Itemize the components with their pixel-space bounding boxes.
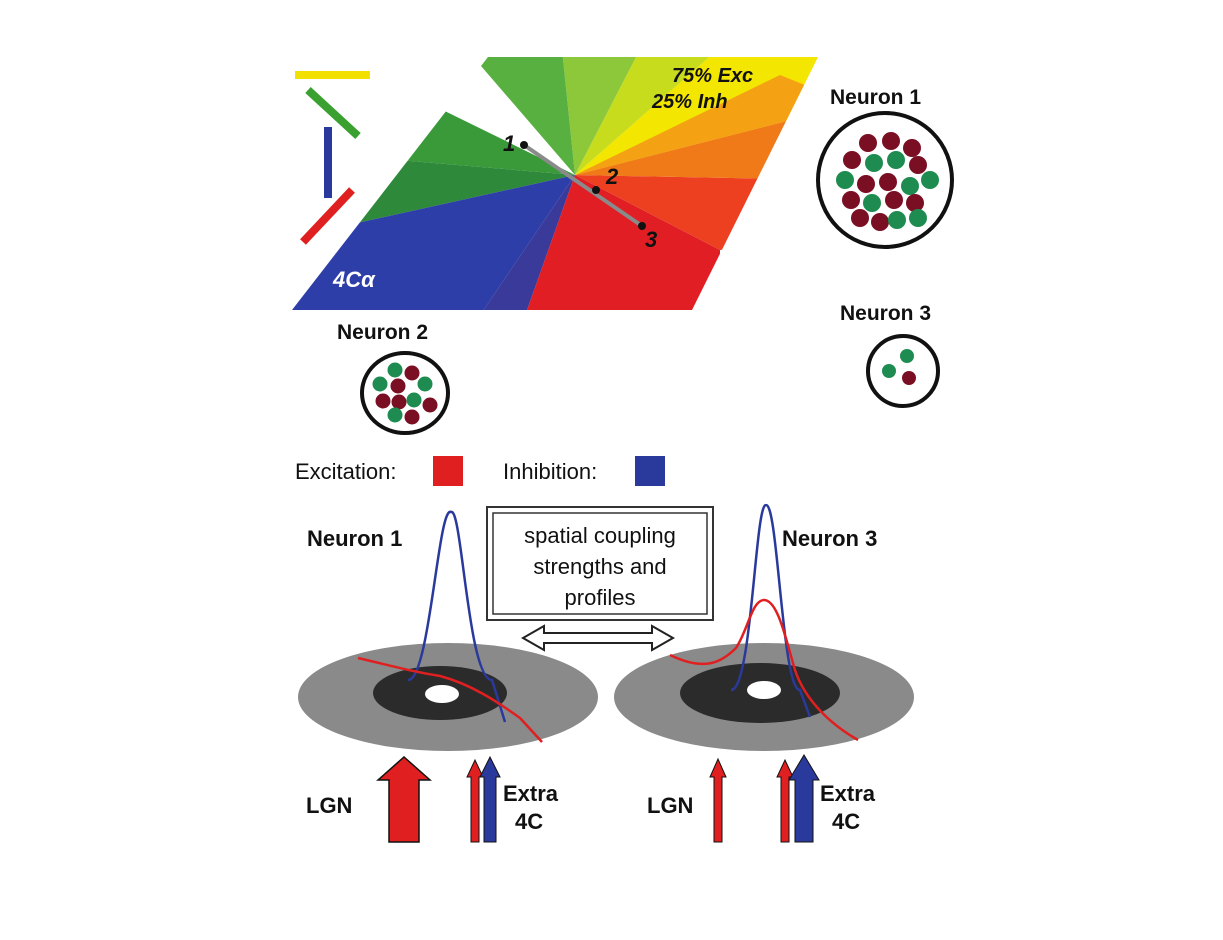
neuron1-bottom-label: Neuron 1 xyxy=(307,526,402,551)
neuron3-top-label: Neuron 3 xyxy=(840,302,931,325)
neuron2-input-cluster xyxy=(360,351,450,435)
input-dot xyxy=(888,211,906,229)
legend-excitation-label: Excitation: xyxy=(295,459,397,484)
coupling-box: spatial coupling strengths and profiles xyxy=(486,506,714,621)
neuron3-inhibition-profile xyxy=(730,503,812,718)
coupling-box-line-1: spatial coupling xyxy=(524,523,676,548)
lgn-label-left: LGN xyxy=(306,793,352,818)
lgn-arrow-weak xyxy=(709,757,727,843)
neuron1-inhibition-profile xyxy=(407,510,507,723)
legend-excitation-swatch xyxy=(433,456,463,486)
sample-site-3 xyxy=(638,222,646,230)
lgn-label-right: LGN xyxy=(647,793,693,818)
input-dot xyxy=(404,365,420,381)
input-dot xyxy=(372,376,388,392)
bidirectional-arrow-icon xyxy=(520,624,676,652)
legend-inhibition-label: Inhibition: xyxy=(503,459,597,484)
neuron3-bottom-label: Neuron 3 xyxy=(782,526,877,551)
input-dot xyxy=(865,154,883,172)
site-label-1: 1 xyxy=(503,131,515,156)
sample-site-1 xyxy=(520,141,528,149)
input-dot xyxy=(843,151,861,169)
neuron1-input-cluster xyxy=(816,111,954,249)
neuron2-top-label: Neuron 2 xyxy=(337,321,428,344)
input-dot xyxy=(909,209,927,227)
input-dot xyxy=(417,376,433,392)
neuron1-top-label: Neuron 1 xyxy=(830,86,921,109)
sample-site-2 xyxy=(592,186,600,194)
input-dot xyxy=(836,171,854,189)
layer-label: 4Cα xyxy=(332,267,376,292)
neuron3-input-cluster xyxy=(866,334,940,408)
lgn-arrow-strong xyxy=(376,755,432,843)
input-dot xyxy=(903,139,921,157)
input-dot xyxy=(882,132,900,150)
extra-label-left-1: Extra xyxy=(503,781,559,806)
ratio-line-exc: 75% Exc xyxy=(672,65,753,87)
orientation-key xyxy=(295,71,370,245)
extra4c-arrows-right xyxy=(776,754,820,843)
input-dot xyxy=(909,156,927,174)
input-dot xyxy=(871,213,889,231)
input-dot xyxy=(857,175,875,193)
input-dot xyxy=(863,194,881,212)
input-dot xyxy=(404,409,420,425)
neuron3-excitation-profile xyxy=(669,598,859,742)
extra-label-left-2: 4C xyxy=(515,809,543,834)
input-dot xyxy=(859,134,877,152)
input-dot xyxy=(906,194,924,212)
ratio-line-inh: 25% Inh xyxy=(651,91,728,113)
extra4c-arrows-left xyxy=(466,755,501,843)
orientation-bar-oblique-left xyxy=(305,87,361,139)
input-dot xyxy=(885,191,903,209)
sample-track: 1 2 3 xyxy=(503,131,657,252)
extra-label-right-2: 4C xyxy=(832,809,860,834)
input-dot xyxy=(387,407,403,423)
input-dot xyxy=(879,173,897,191)
input-dot xyxy=(422,397,438,413)
coupling-box-line-3: profiles xyxy=(565,585,636,610)
input-dot xyxy=(375,393,391,409)
input-dot xyxy=(887,151,905,169)
legend-inhibition-swatch xyxy=(635,456,665,486)
legend: Excitation: Inhibition: xyxy=(295,456,665,486)
neuron1-excitation-profile xyxy=(357,656,543,743)
orientation-bar-oblique-right xyxy=(300,187,355,245)
extra-label-right-1: Extra xyxy=(820,781,876,806)
input-dot xyxy=(851,209,869,227)
input-dot xyxy=(406,392,422,408)
input-dot xyxy=(842,191,860,209)
input-dot xyxy=(921,171,939,189)
site-label-3: 3 xyxy=(645,227,657,252)
neuron1-disk xyxy=(298,643,598,751)
input-dot xyxy=(391,394,407,410)
input-dot xyxy=(901,177,919,195)
input-dot xyxy=(390,378,406,394)
site-label-2: 2 xyxy=(605,164,619,189)
neuron3-disk xyxy=(614,643,914,751)
coupling-box-line-2: strengths and xyxy=(533,554,666,579)
input-dot xyxy=(387,362,403,378)
